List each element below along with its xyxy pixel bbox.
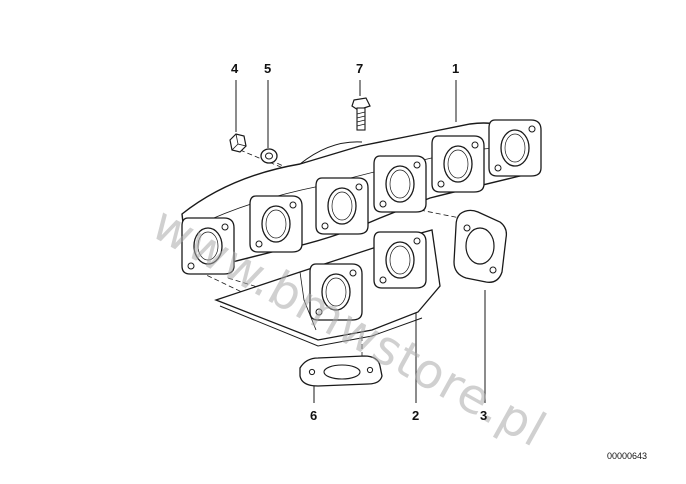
callout-1: 1	[452, 61, 460, 76]
heat-shield	[214, 229, 441, 347]
callout-2: 2	[412, 408, 420, 423]
callout-6: 6	[310, 408, 318, 423]
drawing-code: 00000643	[607, 451, 648, 461]
gasket-3	[453, 209, 508, 283]
callout-3: 3	[480, 408, 488, 423]
callout-7: 7	[356, 61, 364, 76]
exhaust-manifold	[181, 119, 542, 275]
hex-nut	[229, 133, 247, 153]
washer	[260, 148, 278, 164]
callout-4: 4	[231, 61, 239, 76]
gasket-6	[299, 355, 383, 387]
callout-5: 5	[264, 61, 272, 76]
leader-lines	[235, 80, 486, 403]
bolt	[351, 97, 371, 131]
